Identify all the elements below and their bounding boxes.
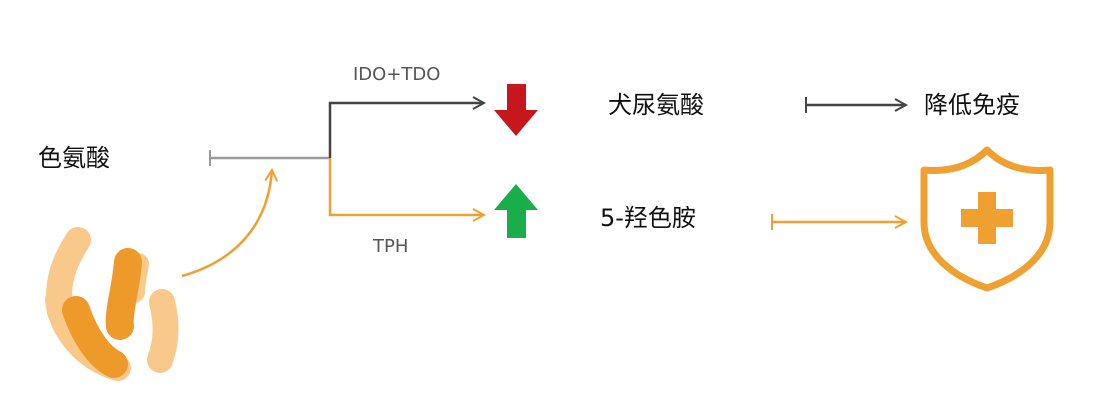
shield-plus-icon: [920, 146, 1054, 292]
tph-label: TPH: [372, 236, 408, 257]
tph-branch-arrow: [328, 158, 484, 215]
green-up-arrow-icon: [494, 184, 538, 238]
serotonin-label: 5-羟色胺: [600, 204, 696, 232]
kynurenine-effect-arrow: [805, 97, 906, 113]
immune-reduction-label: 降低免疫: [924, 91, 1020, 119]
tryptophan-label: 色氨酸: [38, 144, 110, 172]
red-down-arrow-icon: [494, 84, 538, 136]
kynurenine-label: 犬尿氨酸: [608, 91, 704, 119]
bacteria-icon: [45, 227, 179, 381]
ido-tdo-branch-arrow: [328, 103, 484, 158]
bacteria-influence-arrow: [181, 170, 272, 278]
tryptophan-input-line: [209, 150, 330, 166]
serotonin-effect-arrow: [771, 214, 906, 230]
ido-tdo-label: IDO+TDO: [353, 64, 440, 85]
